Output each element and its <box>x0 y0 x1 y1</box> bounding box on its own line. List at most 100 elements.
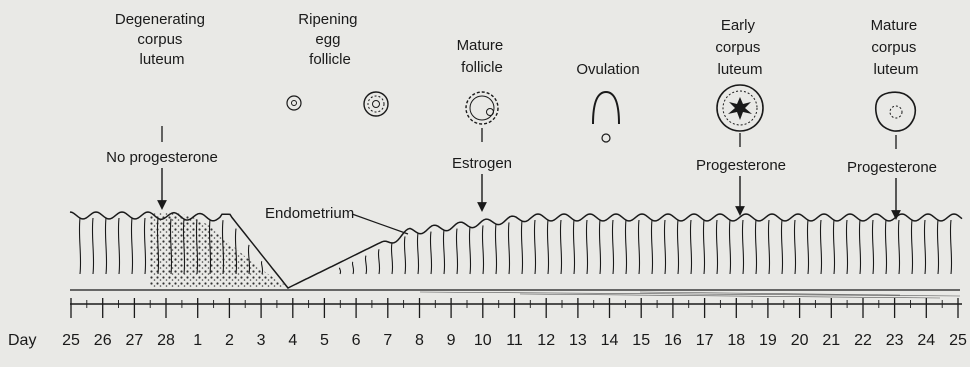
ripening-follicle-large-icon <box>364 92 388 116</box>
day-number: 25 <box>62 332 80 349</box>
day-number: 26 <box>94 332 112 349</box>
endometrial-gland <box>352 262 353 274</box>
day-number: 9 <box>447 332 456 349</box>
day-number: 6 <box>352 332 361 349</box>
endometrial-gland <box>638 220 639 274</box>
endometrial-gland <box>599 220 600 274</box>
endometrial-gland <box>859 220 860 274</box>
endometrial-gland <box>872 220 873 274</box>
endometrial-gland <box>924 220 925 274</box>
endometrial-gland <box>547 220 548 274</box>
day-number: 2 <box>225 332 234 349</box>
endometrial-gland <box>612 220 613 274</box>
endometrial-gland <box>729 220 730 274</box>
timeline-ticks <box>71 298 958 318</box>
endometrial-gland <box>885 220 886 274</box>
endometrial-gland <box>911 220 912 274</box>
endometrial-gland <box>105 218 106 274</box>
endometrial-gland <box>495 224 496 274</box>
endometrial-gland <box>534 220 535 274</box>
endometrial-gland <box>131 218 132 274</box>
endometrial-gland <box>703 220 704 274</box>
day-number: 11 <box>506 332 523 349</box>
stage-label-mature-follicle: Mature follicle <box>457 37 508 76</box>
endometrial-gland <box>456 229 457 274</box>
day-number: 16 <box>664 332 682 349</box>
endometrium-label: Endometrium <box>265 205 354 222</box>
endometrial-gland <box>586 220 587 274</box>
stage-label-mature-corpus-luteum: Mature corpus luteum <box>871 17 922 78</box>
tissue-base-striation <box>420 292 960 298</box>
endometrial-gland <box>833 220 834 274</box>
mature-corpus-luteum-icon <box>876 92 916 131</box>
endometrial-gland <box>365 256 366 274</box>
endometrial-gland <box>573 220 574 274</box>
endometrial-gland <box>846 220 847 274</box>
hormone-label-estrogen: Estrogen <box>452 155 512 172</box>
endometrial-gland <box>807 220 808 274</box>
ripening-follicle-small-icon <box>287 96 301 110</box>
endometrial-gland <box>625 220 626 274</box>
day-number: 19 <box>759 332 777 349</box>
endometrial-gland <box>521 221 522 274</box>
endometrial-gland <box>768 220 769 274</box>
endometrial-gland <box>898 220 899 274</box>
day-number: 3 <box>257 332 266 349</box>
endometrial-gland <box>690 220 691 274</box>
day-number: 28 <box>157 332 175 349</box>
day-number: 18 <box>727 332 745 349</box>
endometrial-gland <box>794 220 795 274</box>
endometrial-gland <box>677 220 678 274</box>
endometrial-gland <box>144 218 145 274</box>
ovulation-icon <box>593 92 619 142</box>
hormone-label-no-progesterone: No progesterone <box>106 149 218 166</box>
day-number: 20 <box>791 332 809 349</box>
day-number: 15 <box>632 332 650 349</box>
day-number: 5 <box>320 332 329 349</box>
endometrial-gland <box>92 218 93 274</box>
day-number: 14 <box>601 332 619 349</box>
day-number: 25 <box>949 332 967 349</box>
endometrial-gland <box>560 220 561 274</box>
endometrial-gland <box>950 220 951 274</box>
hormone-label-progesterone-early: Progesterone <box>696 157 786 174</box>
endometrial-gland <box>118 218 119 274</box>
endometrial-gland <box>820 220 821 274</box>
day-number: 4 <box>288 332 297 349</box>
endometrial-gland <box>430 232 431 274</box>
day-number: 21 <box>822 332 840 349</box>
day-number: 8 <box>415 332 424 349</box>
day-number: 27 <box>126 332 144 349</box>
day-label: Day <box>8 332 36 349</box>
endometrium-tissue <box>70 212 962 298</box>
stage-label-ripening-egg-follicle: Ripening egg follicle <box>298 11 361 68</box>
endometrial-gland <box>482 225 483 274</box>
endometrial-gland <box>664 220 665 274</box>
early-corpus-luteum-icon <box>717 85 763 131</box>
day-number: 12 <box>537 332 555 349</box>
stage-label-ovulation: Ovulation <box>576 61 639 78</box>
stage-label-degenerating-corpus-luteum: Degenerating corpus luteum <box>115 11 209 68</box>
endometrial-gland <box>755 220 756 274</box>
day-number: 24 <box>917 332 935 349</box>
endometrial-gland <box>79 218 80 274</box>
day-number: 22 <box>854 332 872 349</box>
endometrial-gland <box>417 233 418 274</box>
day-number: 13 <box>569 332 587 349</box>
day-number: 10 <box>474 332 492 349</box>
endometrial-gland <box>651 220 652 274</box>
endometrial-gland <box>508 222 509 274</box>
hormone-label-progesterone-mature: Progesterone <box>847 159 937 176</box>
endometrial-glands <box>79 218 951 274</box>
endometrial-gland <box>781 220 782 274</box>
day-number: 7 <box>383 332 392 349</box>
endometrial-gland <box>469 227 470 274</box>
day-number: 1 <box>193 332 202 349</box>
endometrial-gland <box>404 236 405 274</box>
day-number: 17 <box>696 332 714 349</box>
endometrial-gland <box>339 268 340 274</box>
